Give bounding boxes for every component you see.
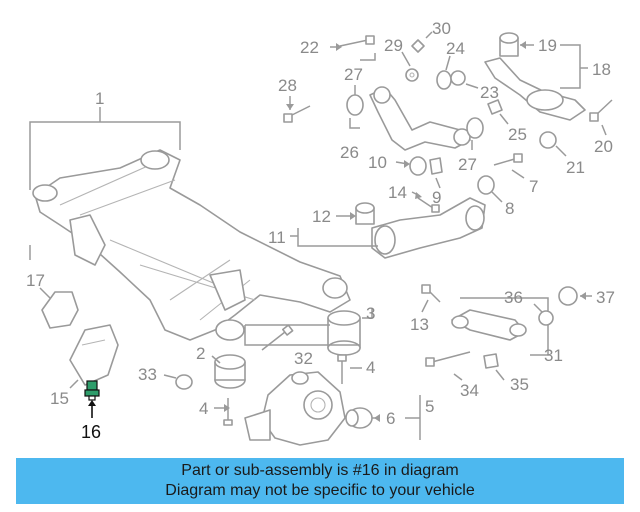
subframe-bracket (29, 107, 181, 260)
callout-8: 8 (505, 199, 514, 218)
bushing-21 (539, 131, 567, 157)
callout-27b: 27 (458, 155, 477, 174)
bracket-15 (69, 324, 119, 389)
bushing-27b (466, 117, 484, 150)
callout-17: 17 (26, 271, 45, 290)
callout-36: 36 (504, 288, 523, 307)
callout-4b: 4 (199, 399, 208, 418)
mount-17 (39, 287, 79, 329)
parts-diagram: 1 2 3 4 4 5 6 7 8 9 10 11 12 13 14 15 16… (26, 19, 615, 446)
bushing-27a (346, 85, 364, 116)
washer-8 (477, 175, 503, 203)
callout-19: 19 (538, 36, 557, 55)
clip-35 (483, 353, 505, 381)
washer-29 (401, 51, 419, 82)
rear-subframe (32, 149, 351, 341)
callout-30: 30 (432, 19, 451, 38)
callout-27a: 27 (344, 65, 363, 84)
callout-16: 16 (81, 422, 101, 442)
callout-12: 12 (312, 207, 331, 226)
banner-line-2: Diagram may not be specific to your vehi… (165, 482, 475, 499)
nut-33 (163, 374, 193, 390)
upper-arm-18 (484, 57, 586, 121)
callout-7: 7 (529, 177, 538, 196)
bolt-32 (261, 324, 294, 351)
callout-28: 28 (278, 76, 297, 95)
knuckle-bushing-6 (345, 407, 380, 429)
callout-20: 20 (594, 137, 613, 156)
callout-24: 24 (446, 39, 465, 58)
callout-11: 11 (268, 228, 286, 247)
link-31 (451, 297, 549, 356)
washer-23 (450, 70, 479, 89)
bolt-20 (589, 99, 613, 136)
bushing-24 (436, 55, 452, 90)
bolt-4a (337, 354, 362, 384)
callout-10: 10 (368, 153, 387, 172)
nut-37 (558, 286, 592, 306)
washer-9 (429, 157, 443, 189)
callout-33: 33 (138, 365, 157, 384)
callout-2: 2 (196, 344, 205, 363)
lower-arm-11 (371, 197, 486, 259)
bolt-7 (493, 153, 525, 179)
callout-34: 34 (460, 381, 479, 400)
subframe-bushing-3 (327, 308, 373, 356)
callout-14: 14 (388, 183, 407, 202)
bolt-14 (411, 191, 440, 213)
callout-26: 26 (340, 143, 359, 162)
callout-3: 3 (366, 304, 375, 323)
callout-6: 6 (386, 409, 395, 428)
callout-9: 9 (432, 188, 441, 207)
callout-13: 13 (410, 315, 429, 334)
bolt-16 (84, 380, 100, 418)
washer-36 (533, 303, 554, 326)
bolt-22 (330, 35, 375, 51)
bolt-13 (421, 284, 441, 313)
upper-arm-26 (369, 86, 471, 151)
callout-37: 37 (596, 288, 615, 307)
info-banner: Part or sub-assembly is #16 in diagram D… (16, 458, 624, 504)
bolt-34 (425, 351, 471, 381)
subframe-bushing-2 (211, 354, 246, 389)
callout-29: 29 (384, 36, 403, 55)
banner-line-1: Part or sub-assembly is #16 in diagram (181, 462, 459, 479)
callout-35: 35 (510, 375, 529, 394)
clip-25 (487, 99, 509, 125)
bushing-12 (336, 202, 375, 225)
bushing-19 (499, 32, 534, 57)
callout-22: 22 (300, 38, 319, 57)
callout-18: 18 (592, 60, 611, 79)
callout-21: 21 (566, 158, 585, 177)
nut-30 (411, 31, 433, 53)
callout-25: 25 (508, 125, 527, 144)
callout-15: 15 (50, 389, 69, 408)
callout-31: 31 (544, 346, 563, 365)
rear-knuckle (244, 371, 346, 446)
bushing-10 (395, 156, 427, 176)
callout-5: 5 (425, 397, 434, 416)
callout-32: 32 (294, 349, 313, 368)
callout-1: 1 (95, 89, 104, 108)
callout-4a: 4 (366, 358, 375, 377)
callout-23: 23 (480, 83, 499, 102)
bolt-28 (283, 96, 311, 123)
bolt-4b (214, 398, 233, 426)
